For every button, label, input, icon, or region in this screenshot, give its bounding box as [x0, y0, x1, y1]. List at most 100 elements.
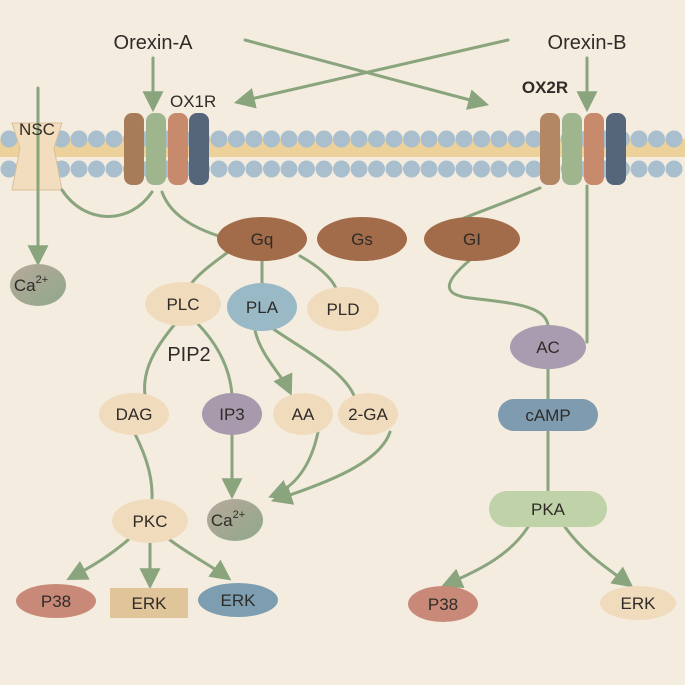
membrane-head: [350, 130, 368, 148]
membrane-head: [403, 160, 420, 178]
pka-node: [489, 491, 607, 527]
dag-label: DAG: [116, 405, 153, 424]
membrane-head: [455, 160, 473, 178]
membrane-head: [525, 160, 543, 178]
membrane-head: [420, 160, 438, 178]
gq-label: Gq: [251, 230, 274, 249]
membrane-head: [490, 130, 508, 148]
p38-label-left: P38: [41, 592, 71, 611]
membrane-head: [368, 130, 385, 148]
membrane-head: [228, 130, 245, 148]
membrane-head: [473, 130, 490, 148]
arrow-pla-to-aa: [253, 328, 293, 396]
gi-label: GI: [463, 230, 481, 249]
gs-node: [317, 217, 407, 261]
line-ox2r-to-gi: [453, 186, 542, 224]
membrane-head: [368, 160, 385, 178]
membrane-head: [88, 160, 105, 178]
arrow-pka-to-p38: [441, 525, 530, 589]
gi-node: [424, 217, 520, 261]
cell-membrane: [0, 130, 685, 178]
membrane-head: [473, 160, 490, 178]
ox2r-label: OX2R: [522, 78, 568, 97]
orexin-a-label: Orexin-A: [114, 32, 194, 54]
membrane-head: [0, 130, 18, 148]
arrow-orexin-b-to-ox1r: [233, 38, 510, 109]
ip3-node: [202, 393, 262, 435]
ca-label-nsc: Ca2+: [14, 274, 48, 295]
erk-node-right: [600, 586, 676, 620]
membrane-head: [420, 130, 438, 148]
membrane-head: [210, 160, 228, 178]
nodes: [10, 217, 676, 622]
membrane-head: [245, 160, 263, 178]
membrane-head: [280, 160, 298, 178]
membrane-head: [665, 160, 683, 178]
membrane-head: [105, 130, 123, 148]
membrane-head: [490, 160, 508, 178]
line-gi-to-ac: [447, 258, 550, 327]
ox1r-receptor: [124, 113, 209, 185]
camp-label: cAMP: [525, 406, 570, 425]
pld-node: [307, 287, 379, 331]
gq-node: [217, 217, 307, 261]
membrane-head: [245, 130, 263, 148]
membrane-head: [315, 130, 333, 148]
aa-label: AA: [292, 405, 315, 424]
erk-oval-label: ERK: [221, 591, 257, 610]
pka-label: PKA: [531, 500, 566, 519]
dag-node: [99, 393, 169, 435]
membrane-head: [525, 130, 543, 148]
pla-node: [227, 283, 297, 331]
line-gq-to-plc: [188, 250, 230, 287]
membrane-head: [455, 130, 473, 148]
membrane-head: [333, 160, 350, 178]
membrane-head: [630, 130, 648, 148]
membrane-head: [0, 160, 18, 178]
2ga-node: [338, 393, 398, 435]
membrane-head: [105, 160, 123, 178]
membrane-head: [648, 130, 665, 148]
membrane-head: [263, 130, 280, 148]
membrane-head: [70, 160, 88, 178]
ca-node-nsc: [10, 264, 66, 306]
plc-label: PLC: [166, 295, 199, 314]
membrane-head: [350, 160, 368, 178]
membrane-head: [403, 130, 420, 148]
p38-node-left: [16, 584, 96, 618]
membrane-head: [210, 130, 228, 148]
erk-label-right: ERK: [621, 594, 657, 613]
membrane-head: [438, 130, 455, 148]
membrane-head: [385, 130, 403, 148]
line-pla-to-2ga: [270, 326, 357, 400]
ca-node-lower: [207, 499, 263, 541]
arrow-pkc-to-erk-oval: [168, 538, 232, 581]
labels: Orexin-A Orexin-B OX1R OX2R NSC Ca2+ Gq …: [14, 32, 656, 614]
erk-oval-node: [198, 583, 278, 617]
membrane-head: [298, 130, 315, 148]
line-dag-to-pkc: [133, 432, 154, 504]
pathway-connectors: [27, 38, 634, 590]
membrane-head: [263, 160, 280, 178]
membrane-head: [665, 130, 683, 148]
membrane-head: [88, 130, 105, 148]
membrane-head: [315, 160, 333, 178]
membrane-head: [298, 160, 315, 178]
ip3-label: IP3: [219, 405, 245, 424]
p38-node-right: [408, 586, 478, 622]
membrane-head: [438, 160, 455, 178]
membrane-head: [280, 130, 298, 148]
membrane-head: [333, 130, 350, 148]
pla-label: PLA: [246, 298, 279, 317]
membrane-head: [508, 160, 525, 178]
line-gq-to-pld: [298, 254, 338, 290]
ox1r-label: OX1R: [170, 92, 216, 111]
membrane-head: [648, 160, 665, 178]
nsc-label: NSC: [19, 120, 55, 139]
aa-node: [273, 393, 333, 435]
erk-rect-node: [110, 588, 188, 618]
pkc-label: PKC: [133, 512, 168, 531]
gs-label: Gs: [351, 230, 373, 249]
ox2r-receptor: [540, 113, 626, 185]
